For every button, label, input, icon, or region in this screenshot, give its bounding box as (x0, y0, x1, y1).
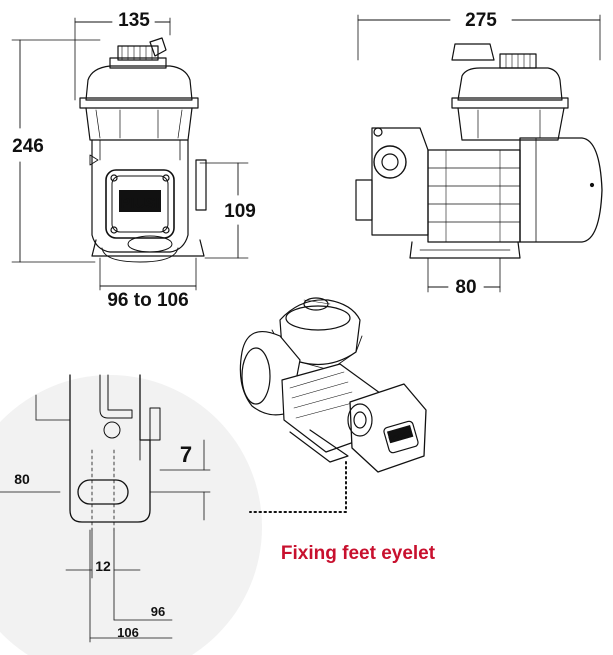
dim-side-feet-depth: 80 (455, 277, 476, 298)
dim-detail-feet-depth: 80 (14, 471, 30, 487)
detail-leader (249, 461, 347, 513)
brand-logo-front: PIUSI (120, 195, 159, 212)
dim-detail-span-max: 106 (117, 625, 139, 640)
dim-detail-slot-width: 12 (95, 558, 111, 574)
dim-detail-slot-offset: 7 (180, 442, 192, 467)
dim-front-width: 135 (118, 10, 150, 31)
dim-detail-span-min: 96 (151, 604, 165, 619)
dim-side-length: 275 (465, 10, 497, 31)
front-view (11, 17, 249, 291)
dim-front-height: 246 (12, 136, 44, 157)
dim-front-feet-span: 96 to 106 (107, 290, 188, 311)
fixing-feet-detail (0, 374, 262, 655)
isometric-view (239, 297, 427, 473)
dim-front-inlet-height: 109 (224, 201, 256, 222)
side-view (355, 14, 603, 293)
fixing-feet-caption: Fixing feet eyelet (281, 543, 436, 564)
